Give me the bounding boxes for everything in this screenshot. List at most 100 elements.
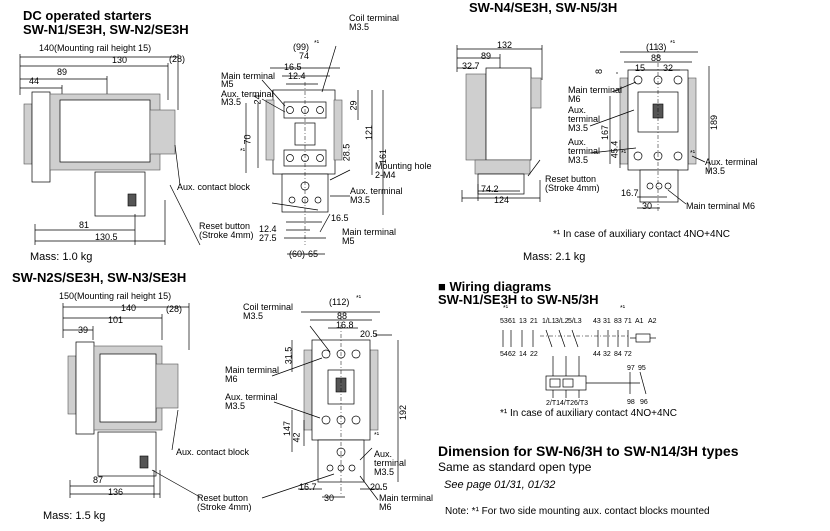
n2s-aux-m35: M3.5 [225,401,246,411]
n4-dim-327: 32.7 [462,61,480,71]
n2s-main-m6: M6 [225,374,238,384]
n1-aux-m35: M3.5 [221,97,242,107]
n2s-coil-terminal: Coil terminal [243,302,294,312]
n4-dim-113: (113) [646,42,667,52]
n4-dim-89: 89 [481,51,492,61]
n2s-reset: Reset button [197,493,249,503]
footnote: Note: *¹ For two side mounting aux. cont… [445,506,710,517]
n1-dim-165b: 16.5 [331,213,349,223]
wiring-bottom-label-4: 44 [593,351,601,358]
mass-n2s: Mass: 1.5 kg [43,510,106,522]
wiring-bottom-label-6: 84 [614,351,622,358]
heading-n1-n2: SW-N1/SE3H, SW-N2/SE3H [23,22,189,37]
n1-aux-terminal: Aux. terminal [221,89,274,99]
n4-terminal: terminal [568,114,601,124]
n1-main-terminal: Main terminal [221,71,276,81]
wiring-top-label-1: 61 [508,318,516,325]
n1-main-m5-b: M5 [342,236,355,246]
wiring-ol-bottom-1: 96 [640,399,648,406]
n1-dim-29: 29 [348,100,359,111]
n1-aux-m35-b: M3.5 [350,195,371,205]
heading-wiring: ■ Wiring diagrams [438,279,552,294]
n1-aux-terminal-b: Aux. terminal [350,186,403,196]
wiring-top-label-2: 13 [519,318,527,325]
n2s-star-112: *¹ [356,295,362,302]
n2s-dim-140: 140 [121,303,137,313]
heading-n2s-n3: SW-N2S/SE3H, SW-N3/SE3H [12,270,187,285]
n2s-stroke: (Stroke 4mm) [197,502,252,512]
wiring-bottom-label-3: 22 [530,351,538,358]
n2s-terminal-b: terminal [374,458,407,468]
n4-dim-8: 8 [594,68,605,75]
n2s-dim-87: 87 [93,475,104,485]
n4-dim-32: 32 [663,63,674,73]
n4-terminal-b: terminal [568,146,601,156]
n1-dim-81: 81 [79,220,90,230]
n4-dim-15: 15 [635,63,646,73]
n2s-front-view [261,311,399,501]
n1-dim-1305: 130.5 [95,232,118,242]
n2s-dim-315: 31.5 [283,346,294,365]
n2s-main-m6-b: M6 [379,502,392,512]
n2s-dim-192: 192 [398,404,409,421]
n4-main-m6: M6 [568,94,581,104]
wiring-top-label-3: 21 [530,318,538,325]
n4-aux-b: Aux. [568,137,587,147]
wiring-star-right: *¹ [620,305,626,312]
n4-dim-167: 167 [600,124,611,141]
n4-dim-454: 45.4 [609,140,620,159]
n2s-side-view [62,303,201,498]
note-aux-n4: *¹ In case of auxiliary contact 4NO+4NC [553,229,731,240]
n2s-coil-m35: M3.5 [243,311,264,321]
n2s-main-terminal: Main terminal [225,365,280,375]
n1-dim-60: (60)-65 [289,249,319,259]
n1-dim-70: 70 [242,134,253,145]
wiring-ol-bottom-0: 98 [627,399,635,406]
n1-dim-28: (28) [169,54,186,64]
n2s-aux-block: Aux. contact block [176,447,250,457]
n1-coil-terminal: Coil terminal [349,13,400,23]
n2s-dim-150: 150(Mounting rail height 15) [59,291,172,301]
wiring-star-left: *¹ [503,305,509,312]
n2s-dim-205: 20.5 [360,329,378,339]
n1-star-99: *¹ [314,40,320,47]
n1-front-view [245,45,384,255]
n4-dim-88: 88 [651,53,662,63]
n1-stroke: (Stroke 4mm) [199,230,254,240]
mass-n4: Mass: 2.1 kg [523,251,586,263]
n4-side-view [456,45,543,202]
wiring-bottom-label-0: 54 [500,351,508,358]
n1-main-terminal-b: Main terminal [342,227,397,237]
wiring-bottom-label-7: 72 [624,351,632,358]
n2s-dim-28: (28) [166,304,183,314]
n2s-dim-39: 39 [78,325,89,335]
wiring-top-label-10: 71 [624,318,632,325]
n4-dim-30: 30 [642,201,653,211]
n2s-dim-136: 136 [108,487,124,497]
same-as-standard: Same as standard open type [438,460,592,474]
wiring-top-label-12: A2 [648,318,657,325]
n4-dim-124: 124 [494,195,510,205]
n2s-dim-205b: 20.5 [370,482,388,492]
wiring-top-label-11: A1 [635,318,644,325]
heading-n6-n14: Dimension for SW-N6/3H to SW-N14/3H type… [438,443,739,459]
heading-n4-n5: SW-N4/SE3H, SW-N5/3H [469,0,618,15]
n4-dim-742: 74.2 [481,184,499,194]
wiring-top-label-4: 1/L1 [542,318,556,325]
n2s-aux-b: Aux. [374,449,393,459]
n1-star: *¹ [240,148,246,155]
note-aux-wiring: *¹ In case of auxiliary contact 4NO+4NC [500,408,678,419]
n4-dim-189: 189 [709,114,720,131]
n4-star-a: *¹ [690,150,696,157]
n2s-dim-112: (112) [329,297,350,307]
wiring-output-label-0: 2/T1 [546,400,561,407]
n4-reset: Reset button [545,174,597,184]
wiring-top-label-5: 3/L2 [555,318,569,325]
n4-dim-167b: 16.7 [621,188,639,198]
n4-star-b: *¹ [621,150,627,157]
wiring-bottom-label-2: 14 [519,351,527,358]
n4-front-view [589,45,710,212]
n1-dim-24: 24 [252,94,263,105]
n4-dim-132: 132 [497,40,513,50]
